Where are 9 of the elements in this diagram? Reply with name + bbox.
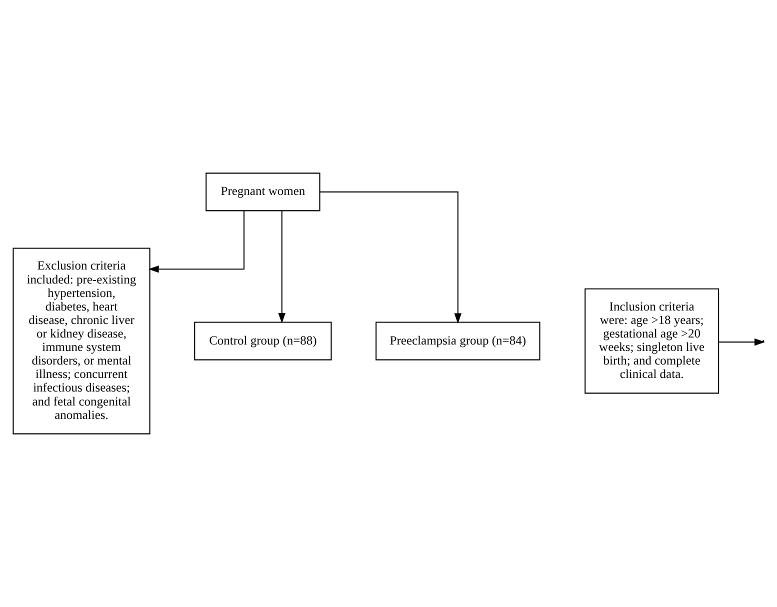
arrow xyxy=(148,211,245,273)
node-box: Pregnant women xyxy=(206,172,320,212)
node-box: Control group (n=88) xyxy=(194,322,332,360)
node-box: Inclusion criteria were: age >18 years; gestational age >20 weeks; singleton live birth; and complete clinical data. xyxy=(584,288,720,394)
arrow xyxy=(320,191,462,324)
node-box: Preeclampsia group (n=84) xyxy=(376,322,540,360)
arrow xyxy=(718,338,765,346)
node-box: Exclusion criteria included: pre-existing hypertension, diabetes, heart disease, chronic liver or kidney disease, immune system disorders, or mental illness; concurrent infectious diseases; and fetal congenital anomalies. xyxy=(12,248,150,434)
arrow xyxy=(278,210,286,324)
